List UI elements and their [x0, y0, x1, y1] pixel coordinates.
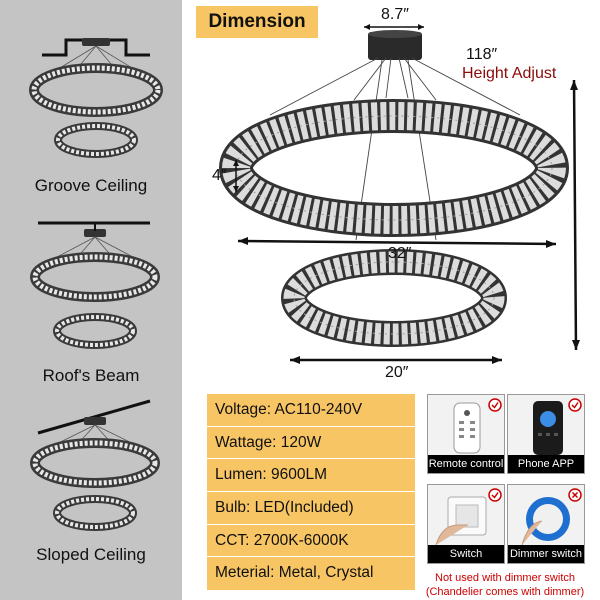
dimmer-note-line1: Not used with dimmer switch — [435, 572, 575, 584]
install-label: Sloped Ceiling — [36, 545, 146, 564]
install-label: Roof's Beam — [42, 366, 140, 385]
spec-row-wattage: Wattage: 120W — [207, 427, 415, 460]
control-label: Phone APP — [508, 455, 584, 473]
spec-row-voltage: Voltage: AC110-240V — [207, 394, 415, 427]
height-value-label: 118″ — [466, 46, 498, 63]
control-card-remote: Remote control — [427, 394, 505, 474]
groove-ceiling-chandelier-icon — [29, 38, 163, 158]
spec-row-bulb: Bulb: LED(Included) — [207, 492, 415, 525]
install-label: Groove Ceiling — [34, 176, 148, 195]
wall-switch-icon — [435, 488, 502, 546]
spec-table: Voltage: AC110-240V Wattage: 120W Lumen:… — [207, 394, 415, 590]
check-icon — [488, 488, 502, 502]
dimension-header: Dimension — [196, 6, 318, 38]
spec-row-material: Meterial: Metal, Crystal — [215, 564, 374, 582]
dimmer-icon — [521, 488, 582, 546]
install-roof-beam: Roof's Beam — [0, 205, 182, 390]
control-label: Dimmer switch — [508, 545, 584, 563]
dimmer-note-line2: (Chandelier comes with dimmer) — [425, 586, 585, 598]
sloped-ceiling-chandelier-icon — [30, 399, 160, 531]
installation-panel: Groove Ceiling Roof's Beam — [0, 0, 182, 600]
install-groove-ceiling: Groove Ceiling — [0, 0, 182, 200]
control-card-switch: Switch — [427, 484, 505, 564]
spec-row-cct: CCT: 2700K-6000K — [207, 525, 415, 558]
upper-ring-diameter-label: 32″ — [388, 245, 412, 262]
canopy-width-label: 8.7″ — [381, 6, 409, 23]
roof-beam-chandelier-icon — [30, 221, 160, 349]
height-adjust-label: Height Adjust — [462, 65, 557, 82]
control-label: Switch — [428, 545, 504, 563]
control-card-dimmer: Dimmer switch — [507, 484, 585, 564]
install-sloped-ceiling: Sloped Ceiling — [0, 395, 182, 600]
spec-row-lumen: Lumen: 9600LM — [207, 459, 415, 492]
control-label: Remote control — [428, 455, 504, 473]
chandelier-dimension-drawing — [219, 24, 580, 364]
ring-thickness-label: 4″ — [212, 167, 227, 184]
control-card-phone-app: Phone APP — [507, 394, 585, 474]
remote-icon — [453, 398, 502, 454]
check-icon — [488, 398, 502, 412]
check-icon — [568, 398, 582, 412]
lower-ring-diameter-label: 20″ — [385, 364, 409, 381]
phone-app-icon — [533, 398, 582, 455]
